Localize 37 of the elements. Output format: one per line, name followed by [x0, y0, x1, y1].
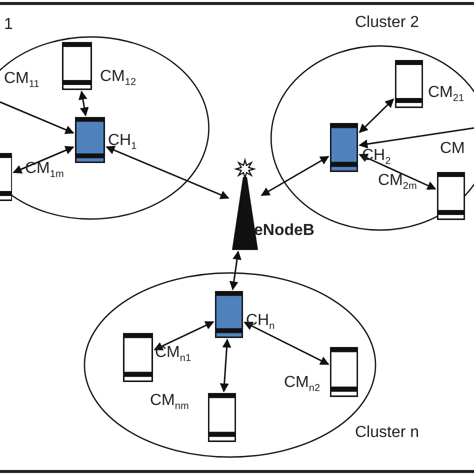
device-label: CM$_{n2}$	[284, 374, 320, 394]
phone-icon	[437, 172, 465, 220]
phone-icon	[330, 347, 358, 397]
cluster-label: Cluster 2	[355, 14, 420, 32]
device-label: CH$_{2}$	[362, 147, 391, 168]
arrow	[106, 146, 230, 200]
phone-icon	[62, 42, 92, 90]
device-label: CH$_{1}$	[108, 132, 137, 152]
cluster-label: 1	[4, 16, 13, 34]
arrow	[358, 98, 394, 134]
device-label: CM$_{n1}$	[155, 344, 192, 364]
arrow	[78, 90, 89, 116]
arrow	[229, 250, 242, 290]
device-label: CM$_{nm}$	[150, 392, 189, 412]
device-label: eNodeB	[254, 222, 314, 240]
arrow	[0, 101, 74, 134]
arrow	[154, 321, 214, 350]
arrow	[260, 156, 330, 196]
phone-icon	[123, 333, 153, 382]
device-label: CM$_{21}$	[428, 84, 464, 104]
arrow	[220, 338, 232, 392]
phone-icon	[75, 117, 105, 163]
phone-icon	[330, 123, 358, 172]
device-label: CM$_{2m}$	[378, 172, 417, 192]
arrow	[244, 322, 330, 365]
arrow	[358, 154, 436, 190]
phone-icon	[208, 393, 236, 442]
device-label: CM$_{12}$	[100, 68, 136, 88]
phone-icon	[215, 291, 243, 338]
device-label: CM$_{11}$	[4, 70, 40, 90]
cluster-label: Cluster n	[355, 424, 420, 442]
device-label: CH$_{n}$	[246, 312, 275, 332]
arrow	[358, 127, 474, 148]
device-label: CM$_{1m}$	[25, 160, 64, 180]
device-label: CM	[440, 140, 465, 158]
phone-icon	[395, 60, 423, 108]
arrow	[12, 146, 74, 174]
